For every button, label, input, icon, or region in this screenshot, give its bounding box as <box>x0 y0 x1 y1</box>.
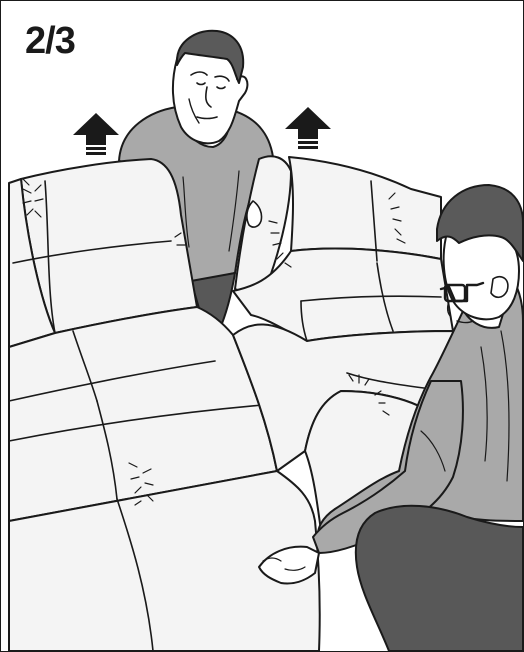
lift-up-arrow-icon <box>73 113 119 157</box>
crouching-man-trousers <box>356 506 523 651</box>
lift-up-arrow-icon <box>285 107 331 151</box>
right-back-cushions <box>289 157 441 259</box>
